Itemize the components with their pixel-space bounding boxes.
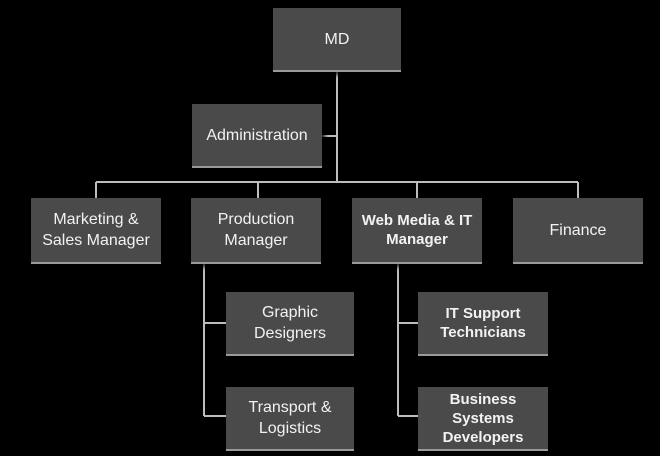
node-webmedia: Web Media & IT Manager <box>352 198 482 264</box>
node-marketing: Marketing & Sales Manager <box>31 198 161 264</box>
node-md: MD <box>273 8 401 72</box>
node-it-support: IT Support Technicians <box>418 292 548 356</box>
node-production: Production Manager <box>191 198 321 264</box>
node-finance: Finance <box>513 198 643 264</box>
node-graphic-designers: Graphic Designers <box>226 292 354 356</box>
node-administration: Administration <box>192 104 322 168</box>
node-transport-logistics: Transport & Logistics <box>226 387 354 451</box>
node-business-systems: Business Systems Developers <box>418 387 548 451</box>
